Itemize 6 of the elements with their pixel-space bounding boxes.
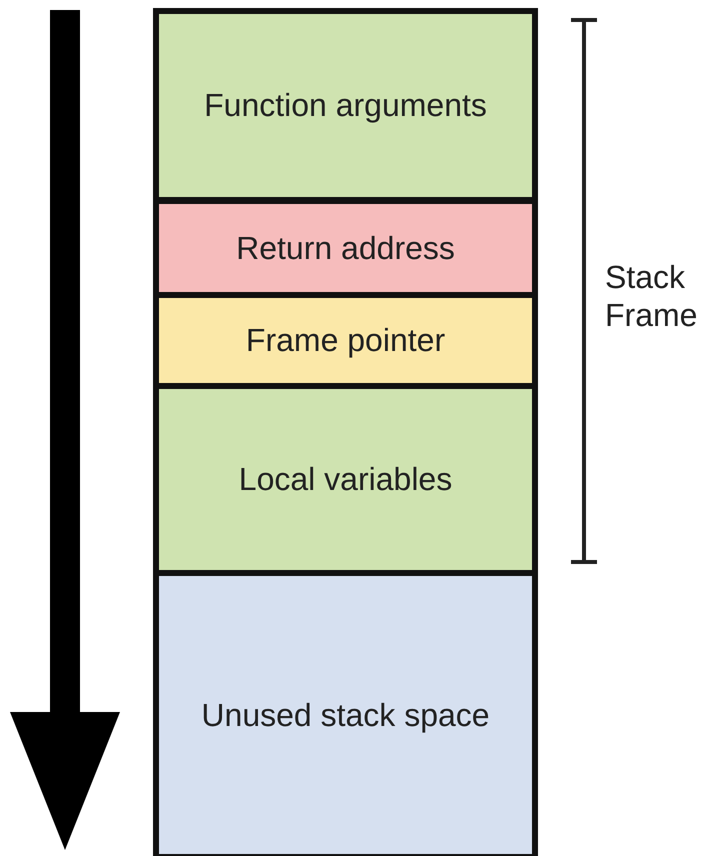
bracket-label: Stack Frame [605,258,698,335]
block-label: Frame pointer [244,321,446,360]
block-label: Local variables [238,460,454,500]
block-label: Unused stack space [200,696,491,735]
block-label: Function arguments [203,86,488,126]
block-label: Return address [235,228,456,268]
